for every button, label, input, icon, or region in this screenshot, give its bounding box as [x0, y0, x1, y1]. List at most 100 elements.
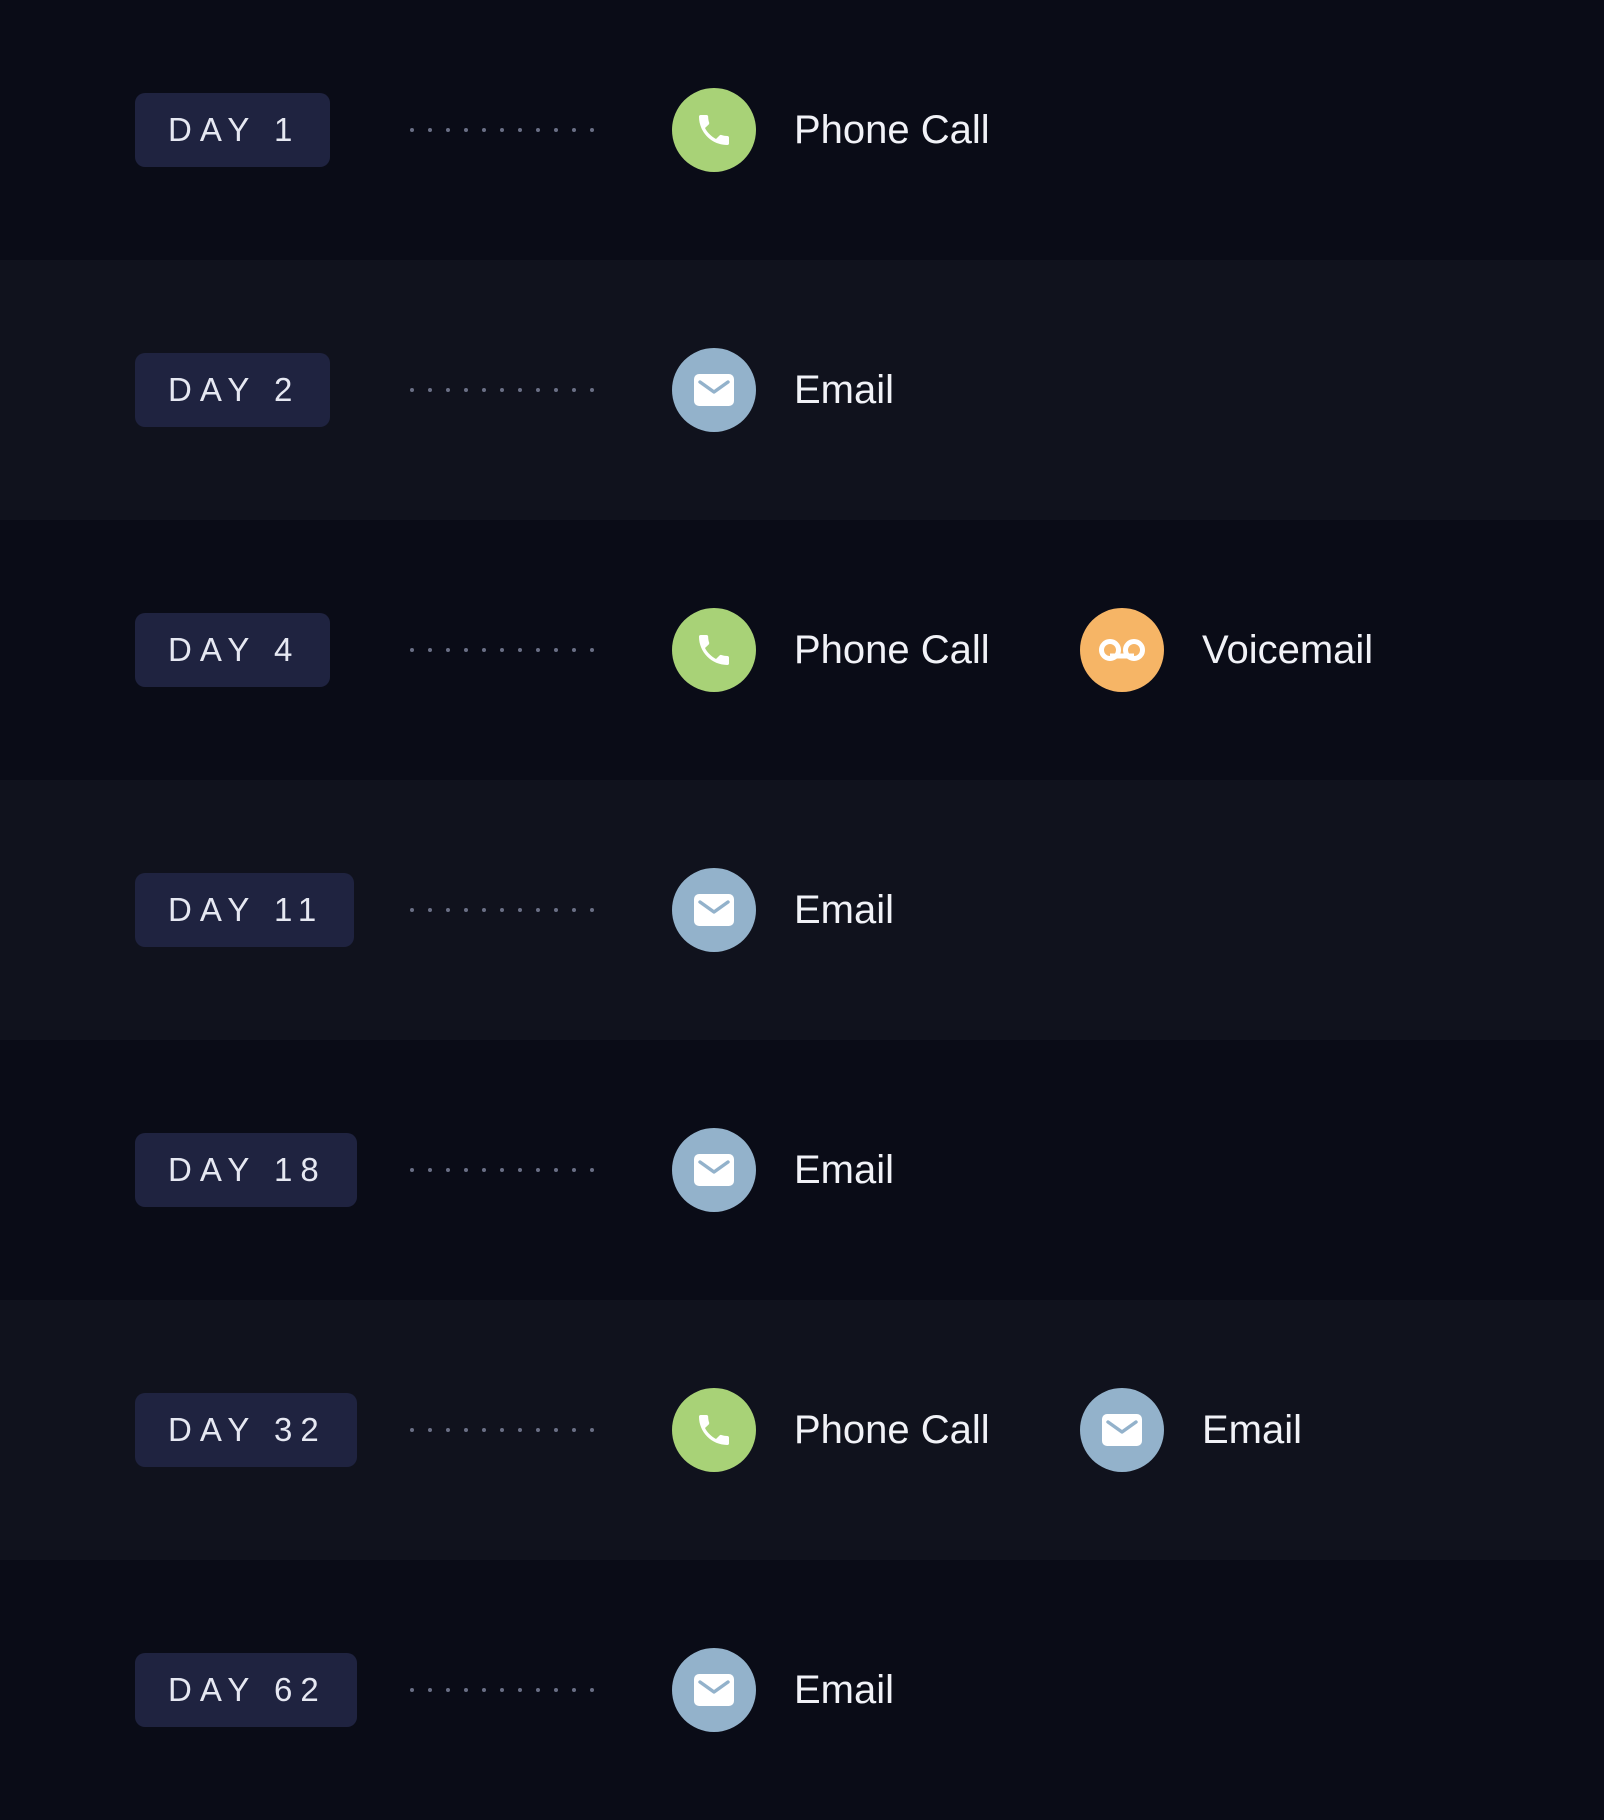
event-label: Email	[794, 1667, 895, 1712]
voicemail-icon	[1080, 608, 1164, 692]
event-phone-call[interactable]: Phone Call	[672, 1388, 1080, 1472]
event-email[interactable]: Email	[672, 348, 1080, 432]
connector-dot	[410, 388, 414, 392]
connector-dot	[410, 648, 414, 652]
event-voicemail[interactable]: Voicemail	[1080, 608, 1488, 692]
connector-dot	[500, 388, 504, 392]
connector-dot	[536, 1168, 540, 1172]
connector-dot	[500, 1168, 504, 1172]
connector-dot	[590, 388, 594, 392]
dotted-connector	[410, 908, 594, 912]
connector-dot	[482, 128, 486, 132]
event-list: Email	[672, 1648, 1080, 1732]
connector-dot	[446, 388, 450, 392]
connector-dot	[536, 648, 540, 652]
envelope-icon	[672, 348, 756, 432]
connector-dot	[590, 1688, 594, 1692]
connector-dot	[446, 1428, 450, 1432]
connector-dot	[410, 908, 414, 912]
connector-dot	[428, 1168, 432, 1172]
phone-icon	[672, 88, 756, 172]
dotted-connector	[410, 1688, 594, 1692]
day-badge: DAY 62	[135, 1653, 357, 1727]
connector-dot	[428, 908, 432, 912]
connector-dot	[572, 388, 576, 392]
connector-dot	[482, 648, 486, 652]
day-badge: DAY 11	[135, 873, 355, 947]
event-email[interactable]: Email	[672, 1128, 1080, 1212]
connector-dot	[500, 908, 504, 912]
connector-dot	[536, 908, 540, 912]
dotted-connector	[410, 388, 594, 392]
connector-dot	[536, 1688, 540, 1692]
connector-dot	[464, 1428, 468, 1432]
event-list: Phone Call Voicemail	[672, 608, 1488, 692]
connector-dot	[482, 1688, 486, 1692]
connector-dot	[428, 388, 432, 392]
connector-dot	[590, 648, 594, 652]
event-email[interactable]: Email	[672, 1648, 1080, 1732]
dotted-connector	[410, 648, 594, 652]
connector-dot	[572, 128, 576, 132]
connector-dot	[410, 1428, 414, 1432]
connector-dot	[518, 908, 522, 912]
connector-dot	[446, 1168, 450, 1172]
connector-dot	[518, 1688, 522, 1692]
event-label: Phone Call	[794, 627, 990, 672]
connector-dot	[554, 1168, 558, 1172]
connector-dot	[464, 128, 468, 132]
connector-dot	[518, 128, 522, 132]
connector-dot	[500, 128, 504, 132]
connector-dot	[590, 1428, 594, 1432]
connector-dot	[554, 388, 558, 392]
connector-dot	[590, 908, 594, 912]
day-badge: DAY 2	[135, 353, 331, 427]
phone-icon	[672, 608, 756, 692]
connector-dot	[410, 1168, 414, 1172]
connector-dot	[554, 128, 558, 132]
connector-dot	[464, 648, 468, 652]
connector-dot	[482, 1168, 486, 1172]
connector-dot	[428, 1428, 432, 1432]
connector-dot	[500, 1688, 504, 1692]
connector-dot	[410, 1688, 414, 1692]
event-email[interactable]: Email	[1080, 1388, 1488, 1472]
day-badge: DAY 1	[135, 93, 331, 167]
event-phone-call[interactable]: Phone Call	[672, 88, 1080, 172]
connector-dot	[572, 908, 576, 912]
connector-dot	[518, 648, 522, 652]
timeline-row-day-18: DAY 18 Email	[0, 1040, 1604, 1300]
event-phone-call[interactable]: Phone Call	[672, 608, 1080, 692]
connector-dot	[590, 1168, 594, 1172]
event-label: Phone Call	[794, 1407, 990, 1452]
connector-dot	[554, 1428, 558, 1432]
envelope-icon	[672, 1128, 756, 1212]
dotted-connector	[410, 1168, 594, 1172]
event-list: Email	[672, 868, 1080, 952]
envelope-icon	[672, 868, 756, 952]
event-list: Email	[672, 348, 1080, 432]
event-list: Email	[672, 1128, 1080, 1212]
timeline-row-day-2: DAY 2 Email	[0, 260, 1604, 520]
timeline-row-day-32: DAY 32 Phone Call Email	[0, 1300, 1604, 1560]
connector-dot	[554, 908, 558, 912]
connector-dot	[428, 648, 432, 652]
connector-dot	[572, 648, 576, 652]
connector-dot	[590, 128, 594, 132]
event-list: Phone Call	[672, 88, 1080, 172]
connector-dot	[536, 388, 540, 392]
timeline-row-day-1: DAY 1 Phone Call	[0, 0, 1604, 260]
timeline-row-day-11: DAY 11 Email	[0, 780, 1604, 1040]
connector-dot	[428, 1688, 432, 1692]
event-label: Email	[794, 367, 895, 412]
day-badge: DAY 32	[135, 1393, 357, 1467]
connector-dot	[572, 1688, 576, 1692]
phone-icon	[672, 1388, 756, 1472]
connector-dot	[518, 388, 522, 392]
connector-dot	[518, 1168, 522, 1172]
envelope-icon	[672, 1648, 756, 1732]
event-email[interactable]: Email	[672, 868, 1080, 952]
event-list: Phone Call Email	[672, 1388, 1488, 1472]
connector-dot	[536, 1428, 540, 1432]
